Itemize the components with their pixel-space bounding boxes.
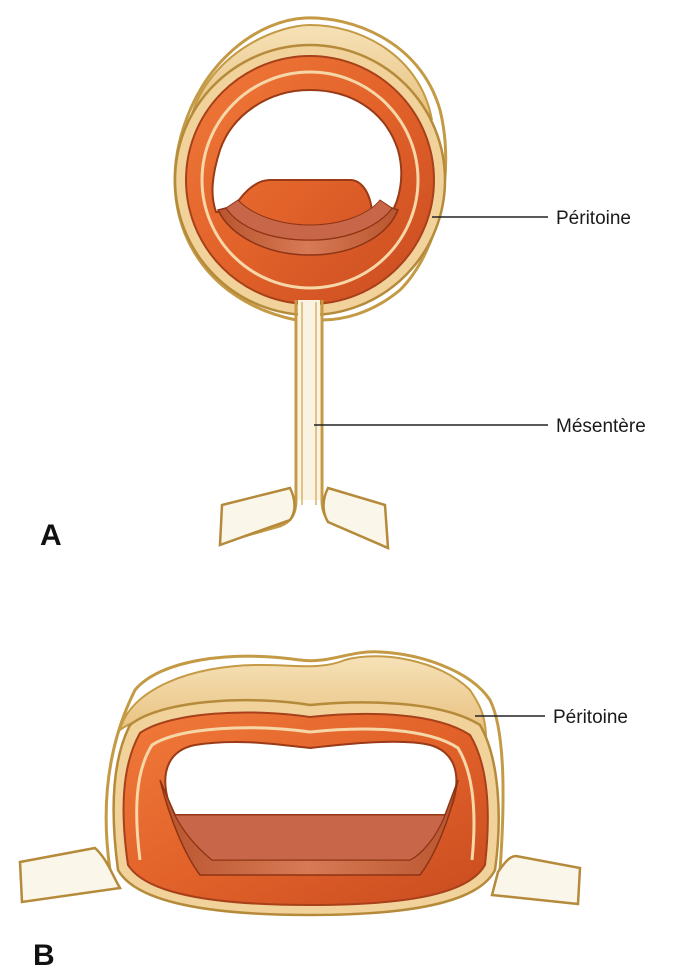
panel-a-peritoine-label: Péritoine: [556, 208, 631, 229]
panel-a-right-flap: [324, 488, 389, 548]
panel-b-peritoine-label: Péritoine: [553, 707, 628, 728]
panel-b-muscle-face: [175, 815, 445, 860]
panel-b: Péritoine B: [20, 652, 628, 972]
panel-b-right-flap: [492, 856, 580, 904]
panel-a-left-flap: [220, 488, 295, 545]
panel-b-left-flap: [20, 848, 120, 902]
panel-b-letter: B: [33, 939, 55, 972]
panel-a: Péritoine Mésentère A: [40, 18, 646, 552]
panel-a-letter: A: [40, 519, 62, 552]
panel-a-mesentere-label: Mésentère: [556, 416, 646, 437]
panel-b-lumen: [165, 742, 456, 815]
